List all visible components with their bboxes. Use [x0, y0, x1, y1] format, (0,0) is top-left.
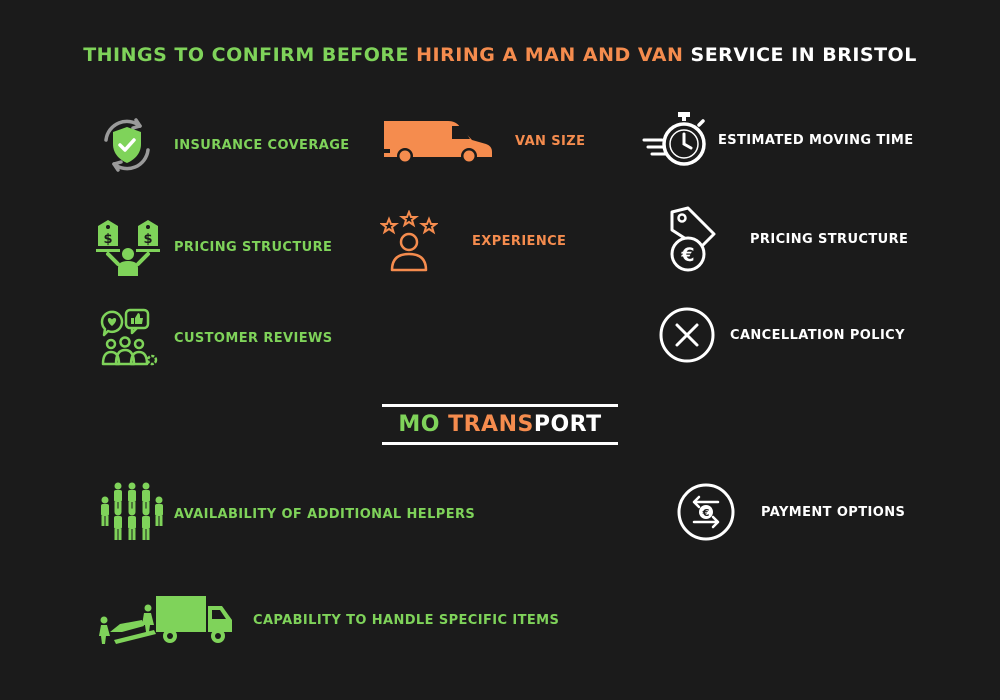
truck-loading-icon	[99, 596, 232, 644]
cancel-circle-icon	[659, 307, 715, 363]
experience-label: Experience	[472, 233, 567, 249]
payment-options-label: Payment Options	[761, 504, 906, 520]
additional-helpers-label: Availability of Additional Helpers	[174, 506, 476, 522]
logo-top-rule	[382, 404, 618, 407]
person-price-tags-icon: $ $	[96, 220, 160, 276]
euro-exchange-icon: €	[677, 483, 735, 541]
euro-tag-icon: €	[670, 206, 716, 272]
title-part-1: THINGS TO CONFIRM BEFORE	[83, 44, 417, 66]
logo-part-3: PORT	[533, 412, 602, 437]
stopwatch-icon	[642, 112, 706, 166]
title-part-2: HIRING A MAN AND VAN	[416, 44, 684, 66]
item-cancellation-policy: Cancellation Policy	[658, 306, 905, 364]
svg-text:€: €	[680, 244, 694, 266]
svg-text:€: €	[702, 508, 710, 519]
item-experience: Experience	[380, 210, 566, 272]
logo-part-2: TRANS	[448, 412, 534, 437]
customer-reviews-label: Customer Reviews	[174, 330, 333, 346]
brand-logo: MO TRANSPORT	[382, 404, 618, 446]
item-customer-reviews: Customer Reviews	[98, 308, 333, 368]
cancellation-policy-label: Cancellation Policy	[730, 327, 905, 343]
customer-reviews-icon	[100, 308, 158, 366]
estimated-moving-time-label: Estimated Moving Time	[718, 132, 914, 148]
crowd-icon	[101, 482, 163, 540]
item-pricing-structure-1: $ $ Pricing Structure	[94, 216, 332, 278]
page-title: THINGS TO CONFIRM BEFORE HIRING A MAN AN…	[0, 44, 1000, 66]
svg-text:$: $	[103, 232, 112, 247]
item-specific-items: Capability to Handle Specific Items	[98, 594, 559, 646]
item-payment-options: € Payment Options	[676, 482, 905, 542]
item-estimated-moving-time: Estimated Moving Time	[642, 110, 914, 170]
logo-bottom-rule	[382, 442, 618, 445]
svg-text:$: $	[143, 232, 152, 247]
logo-text: MO TRANSPORT	[382, 412, 618, 437]
insurance-coverage-label: Insurance Coverage	[174, 137, 350, 153]
pricing-structure-2-label: Pricing Structure	[750, 231, 909, 247]
shield-check-icon	[104, 118, 150, 172]
pricing-structure-1-label: Pricing Structure	[174, 239, 333, 255]
van-size-label: Van Size	[515, 133, 586, 149]
logo-part-1: MO	[398, 412, 449, 437]
item-insurance-coverage: Insurance Coverage	[96, 114, 350, 176]
item-van-size: Van Size	[380, 116, 585, 166]
item-additional-helpers: Availability of Additional Helpers	[98, 480, 475, 548]
title-part-3: SERVICE IN BRISTOL	[683, 44, 917, 66]
specific-items-label: Capability to Handle Specific Items	[253, 612, 560, 628]
person-stars-icon	[380, 210, 438, 272]
van-icon	[384, 121, 492, 164]
item-pricing-structure-2: € Pricing Structure	[664, 206, 908, 272]
